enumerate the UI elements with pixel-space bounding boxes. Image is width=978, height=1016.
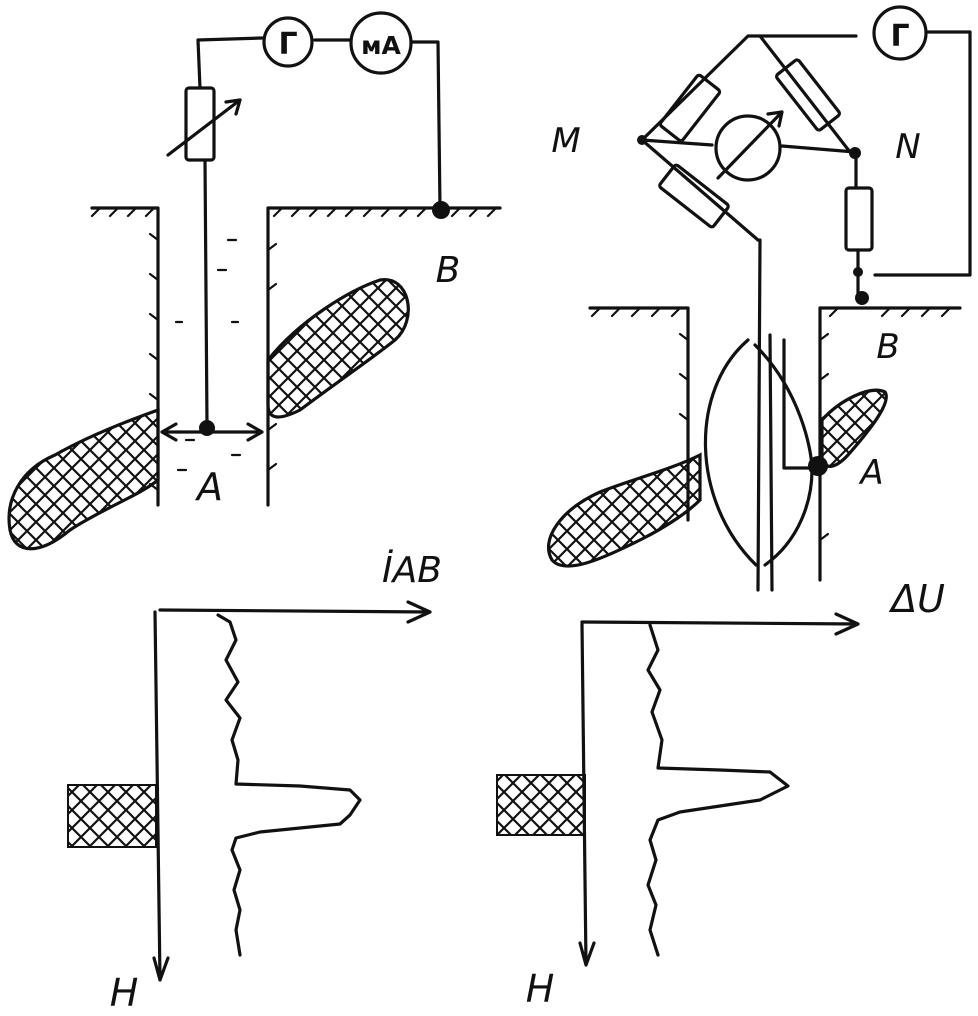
left-log-x-axis (158, 600, 432, 624)
right-bridge-resistor-4 (844, 186, 874, 252)
right-bridge-resistor-3 (658, 163, 730, 229)
left-milliammeter-label: мA (361, 31, 401, 60)
right-generator-label: Г (890, 19, 909, 54)
right-junction-point (853, 267, 863, 277)
right-electrode-a-point (808, 456, 828, 476)
left-circuit-wire (196, 36, 442, 427)
right-node-n-point (849, 147, 861, 159)
right-electrode-b-label: B (876, 327, 899, 367)
right-ground-surface (588, 306, 962, 582)
left-log-depth-axis (152, 610, 170, 982)
left-log-curve (216, 613, 362, 957)
left-log: İAB H (67, 549, 442, 1015)
right-log-x-axis (580, 612, 860, 636)
left-log-depth-label: H (110, 971, 139, 1015)
left-scheme: Г мA A B (7, 11, 502, 551)
right-node-n-label: N (895, 127, 920, 167)
left-generator-label: Г (278, 27, 297, 62)
right-log-curve (646, 623, 790, 957)
left-milliammeter-icon (349, 11, 413, 75)
right-log-x-label: ΔU (888, 577, 945, 621)
left-adjust-arrow (166, 98, 242, 157)
right-scheme: Г M N B A (546, 5, 972, 592)
right-node-m-point (637, 135, 647, 145)
left-ore-body-lower (7, 407, 160, 551)
right-electrode-a-label: A (858, 453, 883, 493)
right-bridge-resistor-2 (775, 58, 841, 132)
left-electrode-a-label: A (194, 465, 223, 509)
left-log-ore-layer (67, 784, 157, 848)
left-log-x-label: İAB (382, 549, 442, 591)
right-log-ore-layer (496, 774, 586, 836)
right-ore-body-upper (820, 388, 888, 468)
right-galvanometer-needle (716, 110, 784, 180)
right-log-depth-label: H (526, 967, 555, 1011)
left-electrode-a-point (199, 420, 215, 436)
left-generator-icon (262, 16, 314, 68)
right-generator-icon (872, 5, 928, 61)
right-log: ΔU H (496, 577, 945, 1011)
right-galvanometer-icon (714, 114, 782, 182)
right-probe-cable (756, 238, 814, 592)
right-node-m-label: M (551, 121, 580, 161)
left-ore-body-upper (266, 278, 410, 419)
left-electrode-b-label: B (436, 250, 461, 291)
left-electrode-b-point (432, 201, 450, 219)
right-ore-body-lower (546, 452, 702, 568)
right-bridge-resistor-1 (658, 73, 722, 143)
right-electrode-b-point (855, 291, 869, 305)
left-variable-resistor (184, 86, 216, 162)
